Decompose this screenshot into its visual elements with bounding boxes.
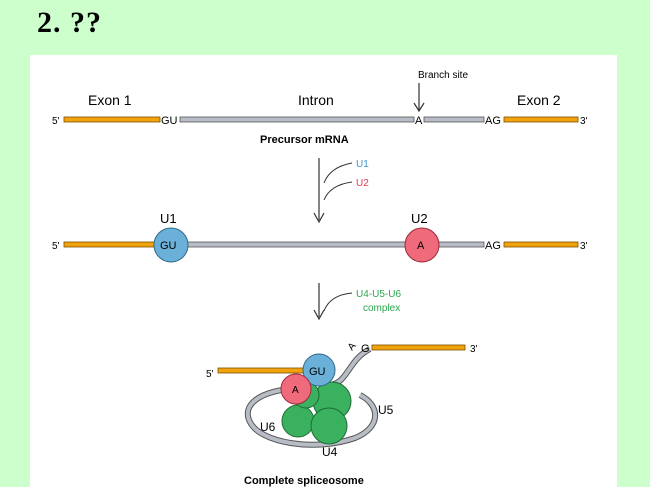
u6-snrnp [281,404,315,438]
a-label-1: A [415,115,423,127]
five-prime-label-3: 5' [206,369,214,380]
three-prime-label-1: 3' [580,116,588,127]
complex-label-2: complex [363,303,400,314]
u2-snrnp [404,227,440,263]
gu-label-1: GU [161,115,178,127]
a-label-2: A [417,240,425,252]
exon2-strand-2 [503,241,579,248]
complex-label-1: U4-U5-U6 [356,289,401,300]
exon2-label: Exon 2 [517,92,561,108]
intron-strand-2 [423,116,485,123]
intron-loop [245,386,378,447]
three-prime-label-2: 3' [580,241,588,252]
intron-label: Intron [298,92,334,108]
a-label-3: A [292,385,299,396]
five-prime-label-1: 5' [52,116,60,127]
step2-arrowhead [313,309,325,321]
exon2-strand [503,116,579,123]
gu-label-2: GU [160,240,177,252]
step1-arrowhead [313,212,325,224]
exon1-strand-3 [217,367,305,374]
ag-label-1: AG [485,115,501,127]
complex-entry-curve [323,292,353,312]
spliceosome-diagram: Branch site Exon 1 Intron Exon 2 5' GU A… [52,70,588,487]
u1-snrnp [153,227,189,263]
complete-spliceosome-label: Complete spliceosome [244,475,364,487]
slide-title: 2. ?? [37,6,102,39]
g-label: G [361,343,370,355]
intron-strand-1 [179,116,415,123]
u4-label: U4 [322,445,338,459]
branch-site-arrowhead [413,102,425,113]
u2-label: U2 [411,211,428,226]
u2-entry-label: U2 [356,178,369,189]
splicing-figure: Branch site Exon 1 Intron Exon 2 5' GU A… [30,55,617,487]
exon1-label: Exon 1 [88,92,132,108]
exon1-strand-2 [63,241,169,248]
u6-label: U6 [260,420,276,434]
five-prime-label-2: 5' [52,241,60,252]
u2-snrnp-complex [280,373,312,405]
u1-entry-curve [323,162,353,184]
u4-snrnp [310,407,348,445]
branch-site-label: Branch site [418,70,468,81]
ag-label-2: AG [485,240,501,252]
u1-label: U1 [160,211,177,226]
precursor-label: Precursor mRNA [260,134,349,146]
u1-snrnp-complex [302,353,336,387]
a-label-4: A [346,340,359,352]
u2-entry-curve [323,181,353,201]
three-prime-label-3: 3' [470,344,478,355]
exon1-strand [63,116,161,123]
exon2-strand-3 [371,344,466,351]
gu-label-3: GU [309,366,326,378]
u5-label: U5 [378,403,394,417]
u1-entry-label: U1 [356,159,369,170]
